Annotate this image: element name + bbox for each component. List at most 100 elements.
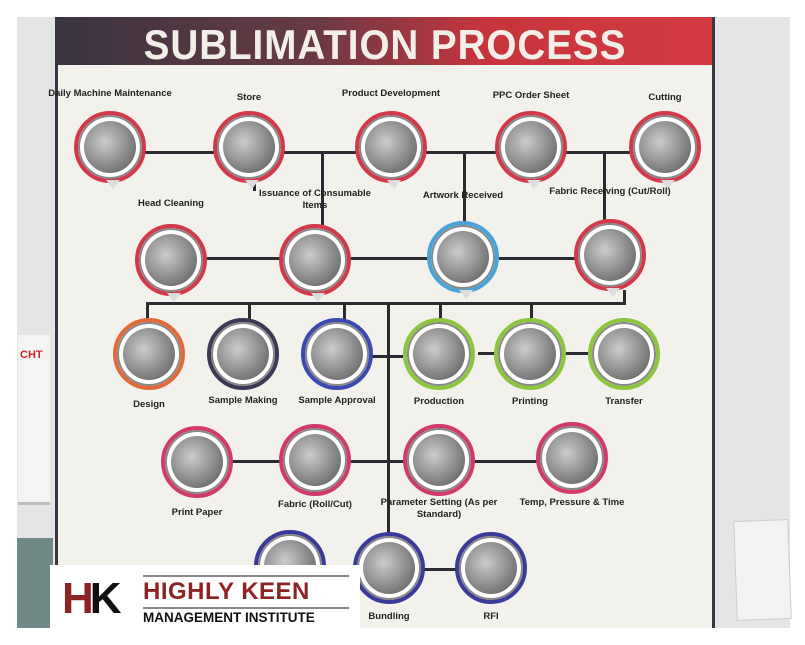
connector-line <box>439 302 442 322</box>
process-step-circle <box>213 111 285 189</box>
process-step-circle <box>455 532 527 604</box>
process-step-label: Issuance of Consumable Items <box>259 188 371 211</box>
pin-tip <box>606 288 620 297</box>
process-step-label: Sample Making <box>208 395 278 406</box>
step-photo <box>289 434 341 486</box>
logo-subtitle: MANAGEMENT INSTITUTE <box>143 610 315 625</box>
process-step-circle <box>279 224 351 302</box>
step-photo <box>546 432 598 484</box>
calendar-brand: CHT <box>20 349 43 361</box>
wall-paper-sheet <box>733 519 792 621</box>
logo-mark: HK <box>62 574 122 623</box>
process-step-label: Print Paper <box>171 507 223 518</box>
connector-line <box>171 257 611 260</box>
process-step-label: Design <box>133 399 165 410</box>
process-step-label: Head Cleaning <box>138 198 204 209</box>
wall-panel <box>17 538 53 628</box>
step-photo <box>123 328 175 380</box>
step-photo <box>171 436 223 488</box>
process-step-circle <box>403 318 475 390</box>
process-step-circle <box>588 318 660 390</box>
step-photo <box>584 229 636 281</box>
process-step-label: Parameter Setting (As per Standard) <box>380 497 498 520</box>
pin-tip <box>387 180 401 189</box>
connector-line <box>146 302 624 305</box>
process-step-label: Fabric Receiving (Cut/Roll) <box>549 186 671 197</box>
process-step-label: Production <box>413 396 465 407</box>
process-step-label: Store <box>236 92 262 103</box>
connector-line <box>623 290 626 305</box>
logo-rule <box>143 607 349 609</box>
process-step-circle <box>403 424 475 496</box>
pin-tip <box>311 293 325 302</box>
step-photo <box>223 121 275 173</box>
process-step-circle <box>113 318 185 390</box>
pin-tip <box>661 180 675 189</box>
step-photo <box>598 328 650 380</box>
process-step-circle <box>629 111 701 189</box>
wall-calendar: CHT <box>18 335 50 505</box>
logo-mark-k: K <box>89 574 122 623</box>
title-banner: SUBLIMATION PROCESS <box>58 17 712 68</box>
connector-line <box>387 568 491 571</box>
process-step-circle <box>161 426 233 498</box>
step-photo <box>365 121 417 173</box>
process-poster: SUBLIMATION PROCESS Daily Machine Mainte… <box>48 17 715 628</box>
process-step-label: Cutting <box>648 92 682 103</box>
connector-line <box>603 151 606 261</box>
process-step-circle <box>574 219 646 297</box>
step-photo <box>311 328 363 380</box>
connector-line <box>146 302 149 322</box>
step-photo <box>437 231 489 283</box>
process-step-label: Printing <box>512 396 548 407</box>
process-step-circle <box>427 221 499 299</box>
step-photo <box>289 234 341 286</box>
process-step-circle <box>495 111 567 189</box>
process-step-circle <box>135 224 207 302</box>
process-step-label: RFI <box>483 611 499 622</box>
process-step-label: PPC Order Sheet <box>492 90 570 101</box>
connector-line <box>321 151 324 261</box>
step-photo <box>504 328 556 380</box>
brand-logo: HK HIGHLY KEEN MANAGEMENT INSTITUTE <box>50 565 360 630</box>
connector-line <box>387 302 390 562</box>
step-photo <box>465 542 517 594</box>
connector-line <box>530 302 533 322</box>
process-step-label: Daily Machine Maintenance <box>48 88 172 99</box>
process-step-circle <box>494 318 566 390</box>
process-step-label: Transfer <box>605 396 643 407</box>
process-step-circle <box>207 318 279 390</box>
process-step-label: Temp, Pressure & Time <box>519 497 625 508</box>
step-photo <box>217 328 269 380</box>
pin-tip <box>106 180 120 189</box>
logo-rule <box>143 575 349 577</box>
process-step-label: Artwork Received <box>422 190 504 201</box>
pin-tip <box>527 180 541 189</box>
connector-line <box>463 151 466 261</box>
pin-tip <box>459 290 473 299</box>
pin-tip <box>167 293 181 302</box>
logo-mark-h: H <box>62 574 94 623</box>
pin-tip <box>245 180 259 189</box>
process-step-label: Product Development <box>341 88 441 99</box>
logo-name: HIGHLY KEEN <box>143 578 310 605</box>
step-photo <box>639 121 691 173</box>
step-photo <box>363 542 415 594</box>
step-photo <box>413 328 465 380</box>
connector-line <box>343 302 346 322</box>
process-step-label: Fabric (Roll/Cut) <box>278 499 352 510</box>
process-step-label: Bundling <box>368 611 410 622</box>
connector-line <box>248 302 251 322</box>
poster-title: SUBLIMATION PROCESS <box>143 21 627 68</box>
process-step-circle <box>301 318 373 390</box>
process-step-label: Sample Approval <box>298 395 376 406</box>
step-photo <box>505 121 557 173</box>
step-photo <box>84 121 136 173</box>
step-photo <box>145 234 197 286</box>
process-step-circle <box>355 111 427 189</box>
process-step-circle <box>536 422 608 494</box>
process-step-circle <box>353 532 425 604</box>
process-step-circle <box>74 111 146 189</box>
process-step-circle <box>279 424 351 496</box>
step-photo <box>413 434 465 486</box>
